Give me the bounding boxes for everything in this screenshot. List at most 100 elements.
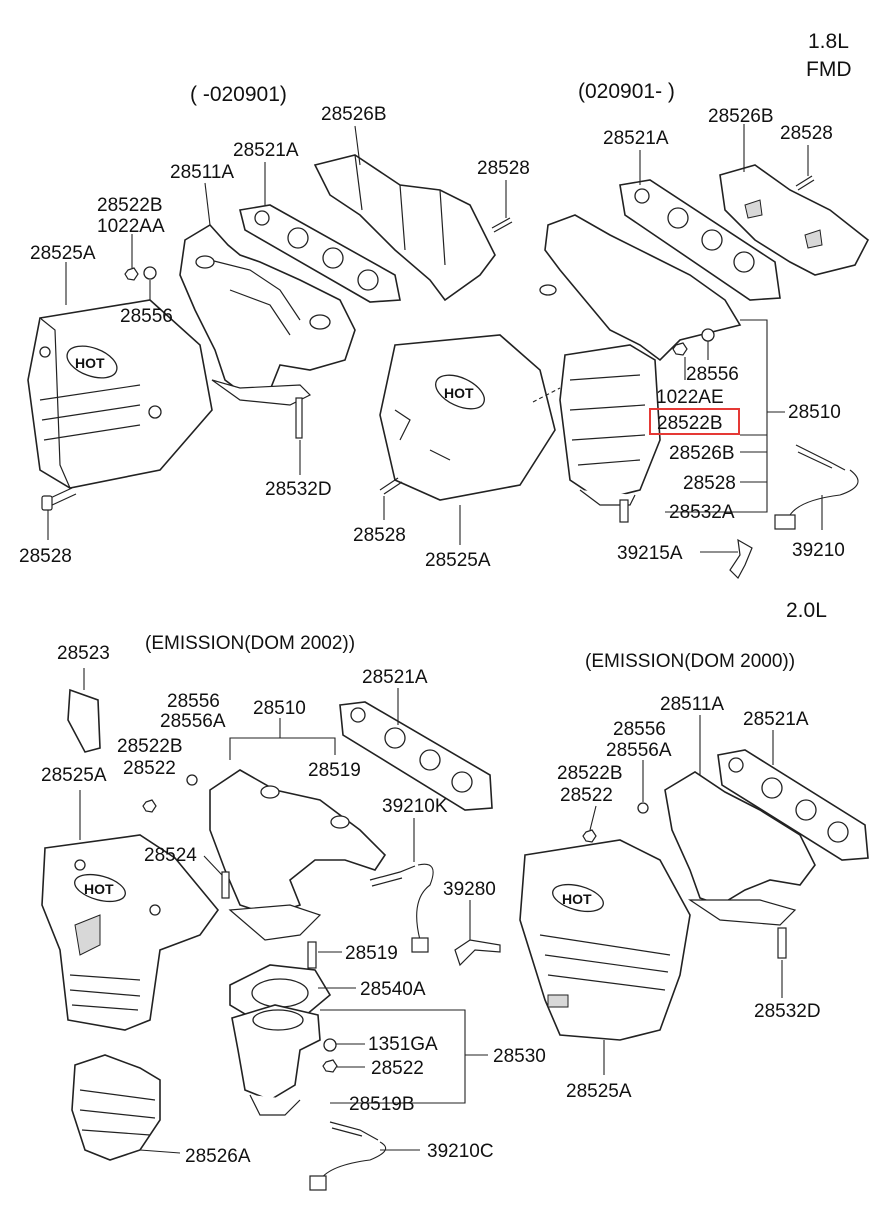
label-28511a-20l[interactable]: 28511A [660,694,724,715]
label-28525a-20l[interactable]: 28525A [41,765,107,786]
label-28528-center[interactable]: 28528 [353,525,406,546]
label-28525a-20l-right[interactable]: 28525A [566,1081,632,1102]
bolt-28524 [221,871,230,899]
label-28540a[interactable]: 28540A [360,979,426,1000]
label-28556-right[interactable]: 28556 [686,364,739,385]
engine-size-20l: 2.0L [786,599,827,622]
label-28510-20l[interactable]: 28510 [253,698,306,719]
label-28521a-20l-right[interactable]: 28521A [743,709,809,730]
label-39280[interactable]: 39280 [443,879,496,900]
label-28521a-right[interactable]: 28521A [603,128,669,149]
label-28526a[interactable]: 28526A [185,1146,251,1167]
label-1351ga[interactable]: 1351GA [368,1034,438,1055]
hot-logo-text-20l: HOT [84,881,114,897]
exhaust-manifold-28511a [179,223,356,439]
bracket-39215a [729,538,753,579]
label-39210k[interactable]: 39210K [382,796,448,817]
washer-28556-20l-right [637,802,649,814]
label-28523[interactable]: 28523 [57,643,110,664]
gasket-28521a-right [619,179,781,301]
bracket-28523 [67,688,101,753]
label-28556-20l[interactable]: 28556 [167,691,220,712]
heat-shield-28525a-20l-right: HOT [519,839,691,1041]
bolt-28528-center [379,477,403,495]
heat-shield-28525a-center: HOT [379,334,556,501]
gasket-28540a [229,964,332,1021]
label-28522b-left[interactable]: 28522B [97,195,163,216]
nut-28522b-right [672,342,688,356]
bolt-28528-right [795,175,815,191]
label-28524[interactable]: 28524 [144,845,197,866]
label-28522-cat[interactable]: 28522 [371,1058,424,1079]
label-28522b-20l-right[interactable]: 28522B [557,763,623,784]
bolt-28528-left [41,487,77,511]
label-39215a[interactable]: 39215A [617,543,683,564]
heat-shield-28525a-20l: HOT [41,834,220,1031]
label-1022ae[interactable]: 1022AE [656,387,724,408]
right-18l-range-title: (020901- ) [578,80,675,103]
engine-size-18l: 1.8L [808,30,849,53]
label-28556a-20l-right[interactable]: 28556A [606,740,672,761]
label-28521a-20l-left[interactable]: 28521A [362,667,428,688]
bolt-28528-top [491,217,513,233]
label-39210[interactable]: 39210 [792,540,845,561]
label-28526b-bracket[interactable]: 28526B [669,443,735,464]
label-28511a[interactable]: 28511A [170,162,234,183]
heat-protector-28526a [71,1054,161,1161]
gasket-28521a-20l-right [717,749,869,861]
nut-28522-cat [322,1059,338,1073]
label-28519b[interactable]: 28519B [349,1094,415,1115]
label-28519-stud[interactable]: 28519 [345,943,398,964]
left-20l-title: (EMISSION(DOM 2002)) [145,633,355,654]
gasket-28521a-left [239,204,401,303]
label-28556-left[interactable]: 28556 [120,306,173,327]
right-20l-title: (EMISSION(DOM 2000)) [585,651,795,672]
label-28556a-20l[interactable]: 28556A [160,711,226,732]
stud-28519 [307,941,317,969]
washer-28556-right [701,328,715,342]
label-28528-left[interactable]: 28528 [19,546,72,567]
label-28556-20l-right[interactable]: 28556 [613,719,666,740]
label-28528-right[interactable]: 28528 [780,123,833,144]
label-28528-bracket[interactable]: 28528 [683,473,736,494]
left-18l-range-title: ( -020901) [190,83,287,106]
label-1022aa[interactable]: 1022AA [97,216,165,237]
oxygen-sensor-39210k [369,863,434,953]
catalytic-converter-28530 [231,1004,321,1116]
label-28528-top[interactable]: 28528 [477,158,530,179]
label-28521a-left[interactable]: 28521A [233,140,299,161]
label-28526b-left[interactable]: 28526B [321,104,387,125]
label-28532a[interactable]: 28532A [669,502,735,523]
heat-protector-28526b-right [719,164,870,276]
oxygen-sensor-39210 [774,444,859,530]
label-28532d-20l[interactable]: 28532D [754,1001,821,1022]
label-28526b-right[interactable]: 28526B [708,106,774,127]
engine-code-fmd: FMD [806,58,852,81]
washer-28556 [143,266,157,280]
nut-1022aa [124,267,139,281]
heat-shield-28525a-left: HOT [27,299,213,489]
label-28519-20l[interactable]: 28519 [308,760,361,781]
label-28510-right[interactable]: 28510 [788,402,841,423]
highlight-box-28522b [649,408,740,435]
leader-lines [47,124,823,1154]
label-28522b-20l[interactable]: 28522B [117,736,183,757]
label-28532d[interactable]: 28532D [265,479,332,500]
exhaust-manifold-28511a-20l [664,771,816,959]
hot-logo-text-center: HOT [444,385,474,401]
label-28530[interactable]: 28530 [493,1046,546,1067]
heat-protector-28526b-left [313,154,496,302]
label-28525a-left[interactable]: 28525A [30,243,96,264]
label-28525a-center[interactable]: 28525A [425,550,491,571]
label-39210c[interactable]: 39210C [427,1141,494,1162]
clip-1351ga [323,1038,337,1052]
label-28522b-highlighted[interactable]: 28522B [657,413,723,434]
oxygen-sensor-39210c [309,1121,387,1191]
hot-logo-text-20l-right: HOT [562,891,592,907]
label-28522-20l[interactable]: 28522 [123,758,176,779]
bracket-39280 [454,939,501,967]
label-28522-20l-right[interactable]: 28522 [560,785,613,806]
nut-28522-20l-right [582,829,597,843]
